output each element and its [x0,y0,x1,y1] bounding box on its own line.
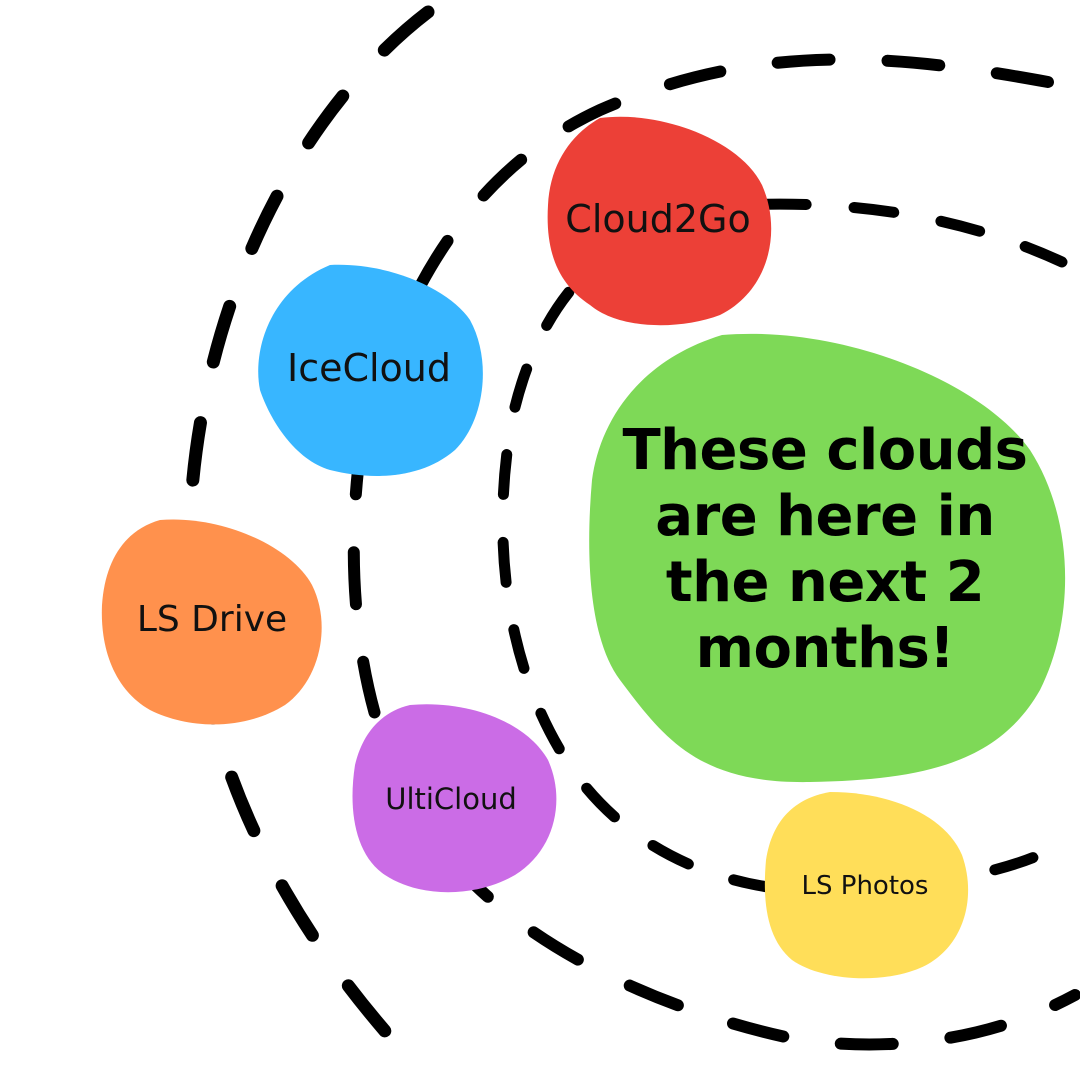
cloud-label-lsphotos: LS Photos [802,871,929,901]
cloud-icecloud: IceCloud [258,264,483,476]
cloud-lsdrive: LS Drive [101,519,322,725]
cloud-label-ulticloud: UltiCloud [385,782,517,816]
cloud-cloud2go: Cloud2Go [547,116,772,326]
inner-orbit-ring [497,198,1068,898]
center-blob [589,333,1066,783]
outer-orbit-ring [183,5,435,1077]
cloud-label-lsdrive: LS Drive [137,599,287,640]
cloud-lsphotos: LS Photos [764,792,969,979]
cloud-ulticloud: UltiCloud [352,704,557,893]
middle-orbit-ring [347,53,1080,1051]
cloud-label-icecloud: IceCloud [287,346,451,390]
headline-text: These clouds are here in the next 2 mont… [622,418,1028,681]
cloud-label-cloud2go: Cloud2Go [565,197,750,241]
